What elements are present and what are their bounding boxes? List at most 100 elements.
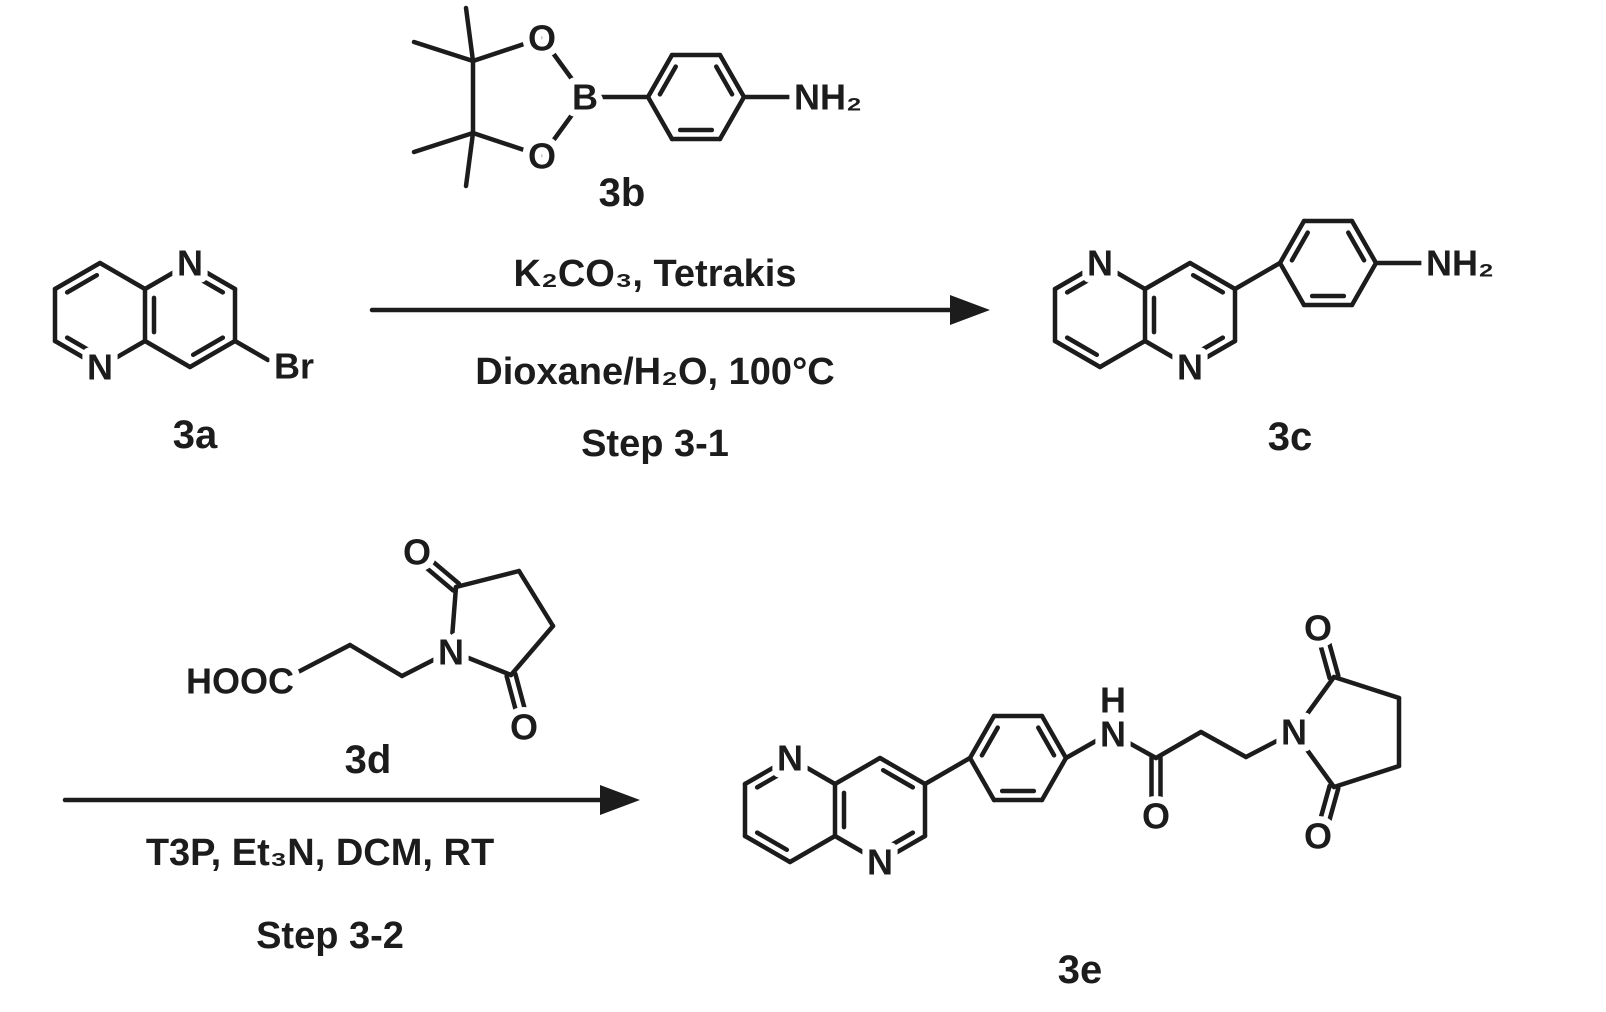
bond — [1324, 630, 1341, 679]
bond — [1142, 338, 1193, 370]
bond — [52, 260, 103, 292]
bond — [64, 335, 100, 358]
compound-3e-label: 3e — [1058, 948, 1103, 992]
bond — [832, 833, 883, 865]
bond — [97, 260, 148, 292]
bond — [922, 755, 973, 787]
oxygen-label: O — [1142, 796, 1170, 837]
bond — [418, 561, 456, 593]
bond — [717, 52, 747, 100]
bond — [1232, 260, 1283, 292]
bond — [1331, 763, 1402, 790]
bond — [1039, 755, 1069, 803]
bond — [347, 642, 405, 679]
step2-reagents: T3P, Et₃N, DCM, RT — [146, 832, 494, 874]
bond — [1052, 338, 1103, 370]
structure-3e: N N H N O N O O 3e — [742, 601, 1402, 992]
bond — [742, 833, 793, 865]
reaction-arrow-step1: K₂CO₃, Tetrakis Dioxane/H₂O, 100°C Step … — [369, 253, 990, 465]
bond — [1277, 218, 1307, 266]
bond — [232, 338, 271, 363]
amine-label: NH₂ — [1426, 243, 1494, 284]
oxygen-label: O — [1304, 608, 1332, 649]
bond — [1324, 785, 1341, 834]
bond — [187, 338, 238, 370]
oxygen-label: O — [510, 707, 538, 748]
bond — [448, 584, 459, 654]
bond — [470, 130, 545, 159]
bond — [539, 94, 588, 159]
bond — [142, 260, 193, 292]
bond — [1064, 272, 1100, 295]
bond — [787, 833, 838, 865]
bond — [714, 64, 735, 97]
compound-3a-label: 3a — [173, 413, 218, 457]
bond — [1063, 730, 1113, 761]
bond — [967, 713, 997, 761]
bond — [1346, 230, 1367, 263]
bond — [504, 673, 520, 720]
bond — [1187, 260, 1238, 292]
bond — [142, 338, 193, 370]
bond — [1097, 338, 1148, 370]
arrow-head — [950, 295, 990, 325]
nitrogen-label: N — [177, 243, 203, 284]
bond — [657, 64, 678, 97]
bond — [1039, 713, 1069, 761]
bonds-3b — [411, 5, 793, 189]
nitrogen-label: N — [1087, 243, 1113, 284]
bond — [1349, 260, 1379, 308]
bond — [787, 755, 838, 787]
bond — [1289, 230, 1310, 263]
bond — [470, 35, 545, 64]
bond — [539, 35, 588, 100]
bond — [717, 94, 747, 142]
oxygen-label: O — [528, 136, 556, 177]
structure-3b: O O B NH₂ 3b — [411, 5, 869, 215]
nitrogen-label: N — [87, 347, 113, 388]
structure-3d: HOOC N O O 3d — [179, 525, 556, 782]
bond — [513, 671, 529, 718]
nitrogen-label: N — [777, 738, 803, 779]
bond — [64, 272, 100, 295]
bond — [1190, 335, 1226, 358]
bond — [463, 5, 476, 64]
boron-label: B — [572, 77, 598, 118]
bromine-label: Br — [274, 346, 314, 387]
compound-3d-label: 3d — [345, 738, 392, 782]
bond — [754, 767, 790, 790]
bond — [754, 830, 790, 853]
carboxyl-label: HOOC — [186, 661, 294, 702]
bond — [463, 130, 476, 189]
bond — [411, 39, 476, 64]
oxygen-label: O — [403, 532, 431, 573]
bond — [880, 830, 916, 853]
bond — [1331, 674, 1402, 701]
nitrogen-label: N — [438, 632, 464, 673]
bond — [1291, 729, 1337, 790]
bond — [1315, 632, 1332, 681]
bond — [411, 130, 476, 155]
oxygen-label: O — [1304, 816, 1332, 857]
bond — [877, 833, 928, 865]
bond — [516, 568, 556, 629]
bonds-3d — [295, 554, 556, 720]
bond — [295, 642, 353, 675]
bond — [399, 648, 454, 679]
bonds-3e — [742, 630, 1402, 865]
step1-conditions: Dioxane/H₂O, 100°C — [475, 351, 834, 393]
oxygen-label: O — [528, 18, 556, 59]
bonds-3a — [52, 260, 271, 370]
bond — [1315, 783, 1332, 832]
amide-n-label: N — [1100, 714, 1126, 755]
structure-3a: N N Br 3a — [52, 236, 321, 457]
nitrogen-label: N — [867, 842, 893, 883]
amine-label: NH₂ — [794, 77, 862, 118]
bond — [453, 568, 522, 590]
bond — [645, 52, 675, 100]
nitrogen-label: N — [1177, 347, 1203, 388]
bond — [1349, 218, 1379, 266]
bond — [1153, 729, 1204, 761]
